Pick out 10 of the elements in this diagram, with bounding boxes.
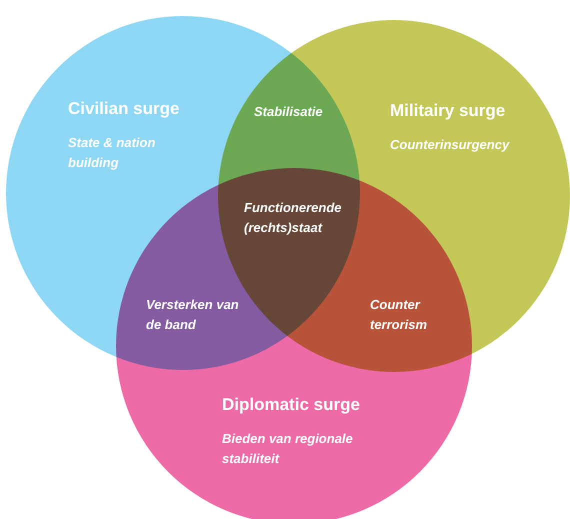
overlap-label: Versterken van de band	[146, 296, 240, 334]
overlap-label: Counter terrorism	[370, 296, 428, 334]
circle-description: State & nation building	[68, 134, 156, 172]
overlap-label: Stabilisatie	[254, 103, 324, 121]
overlap-label: Functionerende (rechts)staat	[244, 199, 343, 237]
circle-heading: Civilian surge	[68, 98, 180, 120]
circle-heading: Diplomatic surge	[222, 394, 361, 416]
circle-heading: Militairy surge	[390, 100, 506, 122]
circle-description: Counterinsurgency	[390, 136, 511, 154]
circle-description: Bieden van regionale stabiliteit	[222, 430, 354, 468]
